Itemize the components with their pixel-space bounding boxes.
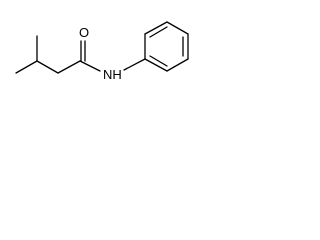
ring-double-inner-3 <box>149 55 168 67</box>
bond-ch3-left <box>15 60 38 74</box>
phenyl-ring <box>144 21 189 72</box>
nitrogen-atom-label: NH <box>103 67 122 82</box>
bond-carbonyl-nitrogen <box>79 60 101 72</box>
ring-bond-2 <box>144 21 168 35</box>
ring-bond-6 <box>144 58 168 72</box>
ring-bond-3 <box>166 21 189 35</box>
oxygen-atom-label: O <box>79 25 89 40</box>
ring-double-inner-1 <box>149 26 168 38</box>
ring-bond-5 <box>166 58 189 72</box>
bond-ch2-carbonyl <box>57 60 81 74</box>
bond-nitrogen-phenyl <box>123 58 146 71</box>
bond-ch-ch2 <box>36 60 59 74</box>
chemical-structure: O NH <box>15 21 189 82</box>
